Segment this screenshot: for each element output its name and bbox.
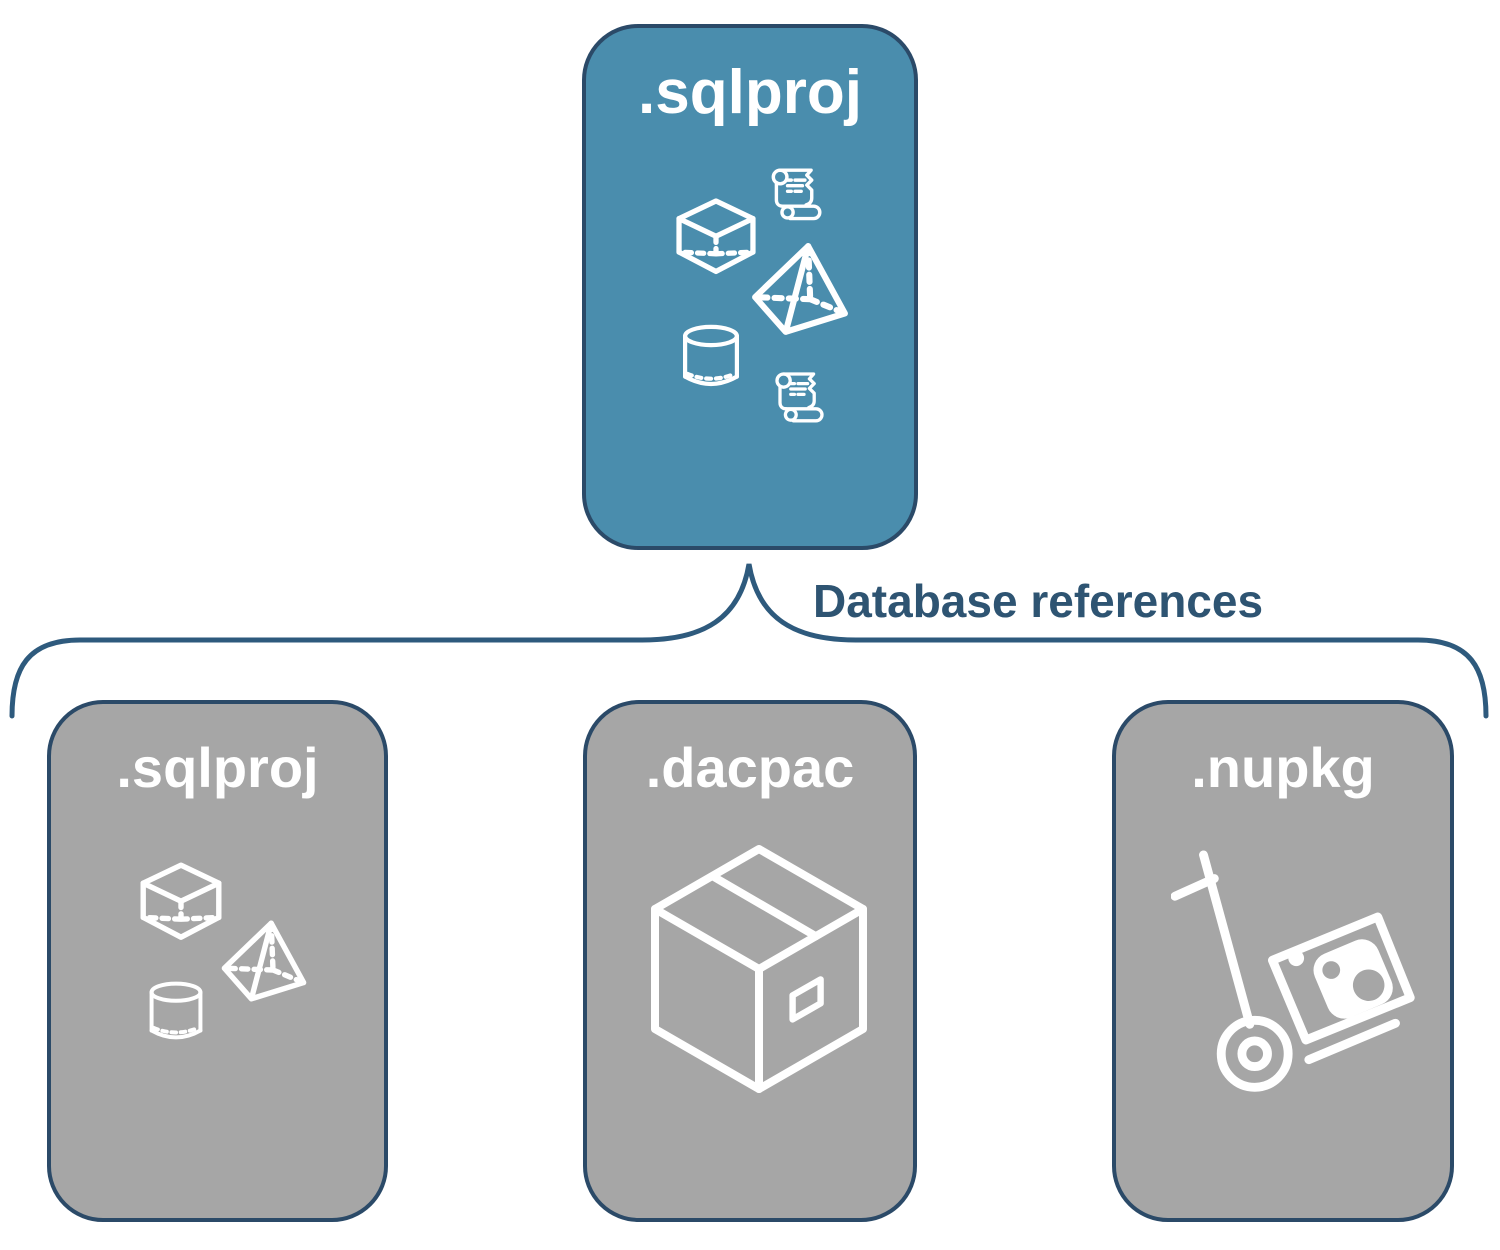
child-node-sqlproj: .sqlproj — [47, 700, 388, 1222]
child-node-title: .nupkg — [1191, 736, 1375, 799]
root-node-sqlproj: .sqlproj — [582, 24, 918, 550]
child-node-dacpac: .dacpac — [583, 700, 917, 1222]
script-scroll-icon — [764, 162, 826, 228]
child-node-nupkg: .nupkg — [1112, 700, 1454, 1222]
connector-label: Database references — [813, 575, 1264, 627]
script-scroll-icon — [768, 366, 828, 430]
child-node-title: .sqlproj — [116, 736, 319, 799]
root-node-title: .sqlproj — [638, 58, 862, 127]
cylinder-icon — [676, 312, 746, 402]
cylinder-icon — [143, 972, 209, 1052]
pyramid-icon — [211, 916, 317, 1006]
pyramid-icon — [744, 238, 856, 340]
cube-icon — [136, 856, 226, 950]
package-box-icon — [639, 836, 879, 1102]
nuget-hand-truck-icon — [1171, 842, 1427, 1110]
cube-icon — [672, 192, 760, 284]
child-node-title: .dacpac — [645, 736, 855, 799]
